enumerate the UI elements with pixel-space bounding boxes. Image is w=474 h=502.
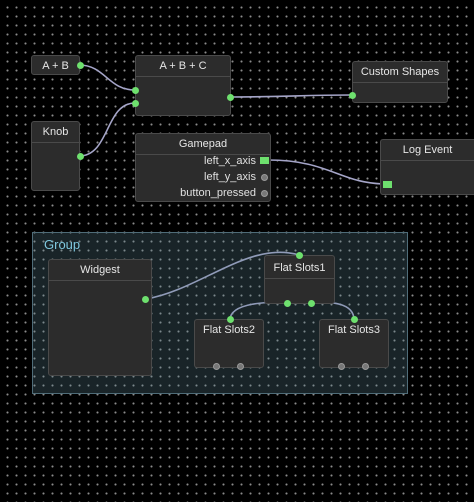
input-slot-b[interactable] [132,100,139,107]
output-slot-left-x-axis[interactable] [260,157,269,164]
wire-leftx-to-logevent [267,159,388,185]
node-title: Flat Slots1 [265,258,334,279]
node-a-plus-b[interactable]: A + B [31,55,84,75]
output-slot-2[interactable] [362,363,369,370]
output-label-button-pressed: button_pressed [180,187,256,199]
node-title: Flat Slots3 [328,324,380,336]
node-flat-slots2[interactable]: Flat Slots2 [194,316,264,370]
output-slot[interactable] [227,94,234,101]
node-title: Widgest [49,260,151,281]
output-slot-2[interactable] [308,300,315,307]
node-title: Log Event [381,140,474,161]
group-title: Group [44,237,81,252]
node-title: Custom Shapes [353,62,447,83]
node-flat-slots1[interactable]: Flat Slots1 [264,252,335,307]
output-slot-1[interactable] [213,363,220,370]
node-widgest[interactable]: Widgest [48,259,152,376]
output-label-left-y-axis: left_y_axis [204,171,256,183]
wire-knob-to-abc [78,102,136,157]
node-gamepad[interactable]: Gamepad left_x_axis left_y_axis button_p… [135,133,271,202]
output-label-left-x-axis: left_x_axis [204,155,256,167]
node-a-plus-b-plus-c[interactable]: A + B + C [132,55,234,116]
output-slot[interactable] [142,296,149,303]
node-title: A + B + C [136,56,230,77]
input-slot-top[interactable] [227,316,234,323]
output-slot-1[interactable] [284,300,291,307]
node-title: A + B [42,60,69,72]
output-slot-2[interactable] [237,363,244,370]
wire-aplusb-to-abc [78,64,136,91]
node-custom-shapes[interactable]: Custom Shapes [349,61,448,103]
output-slot-button-pressed[interactable] [261,190,268,197]
input-slot-top[interactable] [351,316,358,323]
node-title: Knob [32,122,79,143]
node-log-event[interactable]: Log Event [380,139,474,195]
output-slot-left-y-axis[interactable] [261,174,268,181]
node-flat-slots3[interactable]: Flat Slots3 [319,316,389,370]
node-knob[interactable]: Knob [31,121,84,191]
wire-abc-to-customshapes [229,94,352,98]
output-slot[interactable] [77,153,84,160]
input-slot-top[interactable] [296,252,303,259]
output-slot[interactable] [77,62,84,69]
output-slot-1[interactable] [338,363,345,370]
input-slot[interactable] [383,181,392,188]
input-slot-a[interactable] [132,87,139,94]
input-slot[interactable] [349,92,356,99]
node-title: Gamepad [136,134,270,155]
wire-widgest-to-flatslots1 [145,251,300,300]
node-title: Flat Slots2 [203,324,255,336]
